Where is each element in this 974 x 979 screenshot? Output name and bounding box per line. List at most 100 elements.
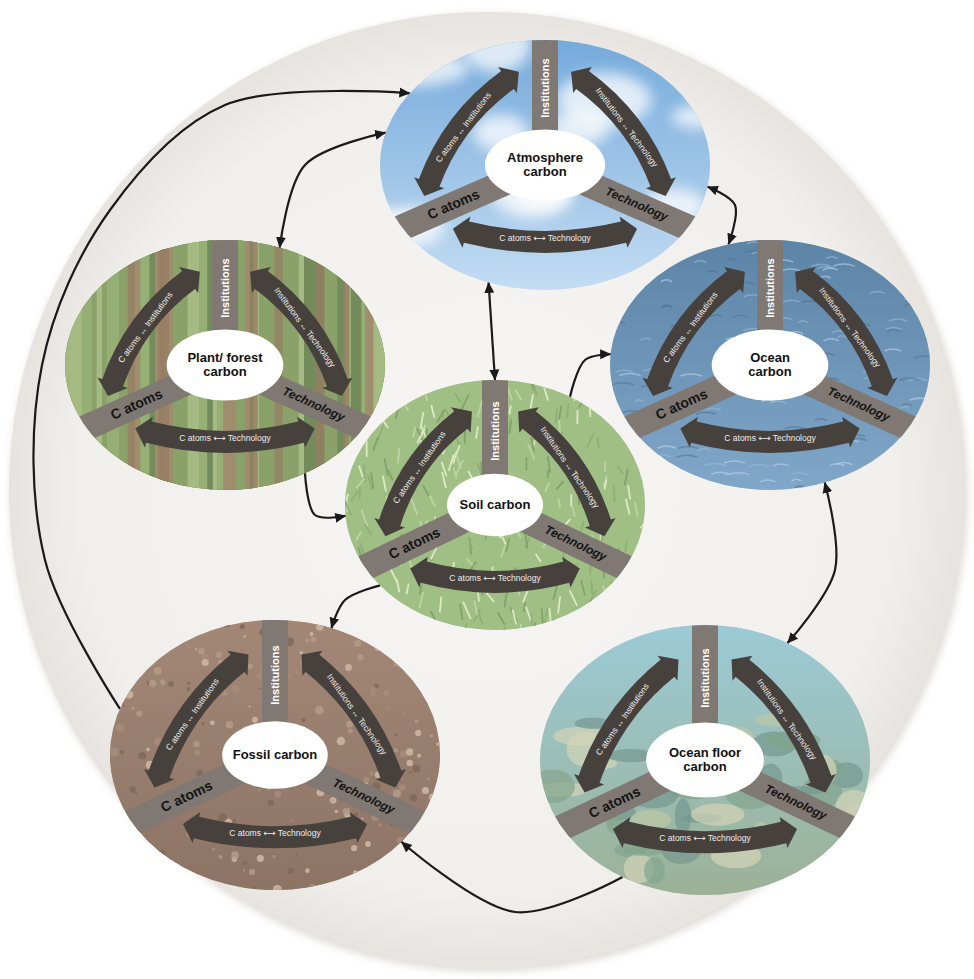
blade <box>353 549 355 565</box>
blade <box>534 630 540 639</box>
wave <box>910 304 928 306</box>
blade <box>355 559 357 567</box>
blade <box>378 604 384 615</box>
blade <box>555 622 562 632</box>
grain <box>119 850 122 853</box>
blade <box>559 623 561 633</box>
reef-blob <box>727 894 742 906</box>
pool-wash <box>110 620 440 890</box>
pool-name: Atmosphere carbon <box>502 151 589 180</box>
blade <box>349 399 357 414</box>
blade <box>402 615 404 631</box>
wave <box>847 475 863 477</box>
arrow-head <box>518 407 539 432</box>
blade <box>552 625 554 640</box>
wave <box>847 252 859 254</box>
arrow-head <box>780 817 797 848</box>
pool-wash <box>540 625 870 895</box>
arrow-head <box>867 377 897 396</box>
blade <box>384 606 392 615</box>
pool-name: Fossil carbon <box>233 748 318 762</box>
blade <box>356 398 363 411</box>
grain <box>369 618 377 626</box>
bar-label: Institutions <box>269 645 281 704</box>
blade <box>351 619 353 637</box>
grain <box>410 641 416 647</box>
pool-ground <box>380 40 710 290</box>
pool-wash <box>380 40 710 290</box>
blade <box>351 597 355 613</box>
arrow-head <box>451 407 472 432</box>
arrow-head <box>135 417 153 448</box>
arrow-head <box>410 557 428 588</box>
flow-arrow <box>570 354 611 397</box>
grain <box>372 879 377 884</box>
grain <box>431 853 434 856</box>
pool-name: Soil carbon <box>460 498 531 512</box>
blade <box>360 402 362 414</box>
blade <box>348 441 350 452</box>
wave <box>629 243 647 245</box>
grain <box>147 845 150 848</box>
reef-blob <box>518 872 564 888</box>
arrow-head <box>732 656 753 681</box>
arrow-head <box>620 217 637 248</box>
connector-group <box>33 91 836 912</box>
blade <box>566 375 570 391</box>
blade <box>354 411 359 420</box>
blade <box>384 606 390 617</box>
arrow-head <box>376 769 406 787</box>
grain <box>433 855 435 857</box>
blade <box>582 620 590 635</box>
wave <box>896 256 906 258</box>
grain <box>431 700 435 704</box>
grain <box>126 691 129 694</box>
flow-arrow <box>280 133 386 248</box>
blade <box>402 385 407 397</box>
blade <box>638 623 641 631</box>
grain <box>345 623 353 631</box>
flow-arrow <box>707 187 736 245</box>
blade <box>642 470 650 482</box>
arrow-head <box>322 377 352 396</box>
reef-blob <box>830 859 858 885</box>
arrow-head <box>680 417 698 448</box>
arrow-label: C atoms ⟷ Technology <box>499 234 590 243</box>
reef-blob <box>546 836 559 848</box>
reef-blob <box>527 893 573 919</box>
blade <box>352 579 359 594</box>
pool-bars <box>73 228 378 434</box>
grain <box>359 871 367 879</box>
arrow-head <box>646 177 676 196</box>
arrow-head <box>498 67 519 93</box>
grain <box>117 695 120 698</box>
wave <box>919 412 940 414</box>
blade <box>361 423 363 440</box>
wave <box>871 256 883 258</box>
arrow-head <box>350 812 367 843</box>
grain <box>144 628 149 633</box>
blade <box>357 573 359 584</box>
arrow-head <box>574 774 604 792</box>
blade <box>363 415 369 430</box>
blade <box>602 624 604 633</box>
bar-label: Institutions <box>764 259 776 318</box>
arrow-label: C atoms ⟷ Technology <box>449 574 540 583</box>
wave <box>616 421 626 423</box>
pool-centre <box>447 474 543 537</box>
wave <box>924 301 944 303</box>
pool-wash <box>610 240 930 490</box>
arrow-head <box>585 518 616 536</box>
wave <box>924 484 936 486</box>
grain <box>131 673 138 680</box>
arrow-label: C atoms ⟷ Technology <box>659 834 750 843</box>
reef-blob <box>837 840 879 855</box>
arrow-head <box>453 217 470 248</box>
arrow-label: C atoms ⟷ Technology <box>724 434 815 443</box>
blade <box>626 427 628 442</box>
blade <box>376 394 383 403</box>
blade <box>384 399 390 410</box>
reef-blob <box>626 894 659 923</box>
blade <box>574 384 577 400</box>
arrow-head <box>571 67 592 93</box>
